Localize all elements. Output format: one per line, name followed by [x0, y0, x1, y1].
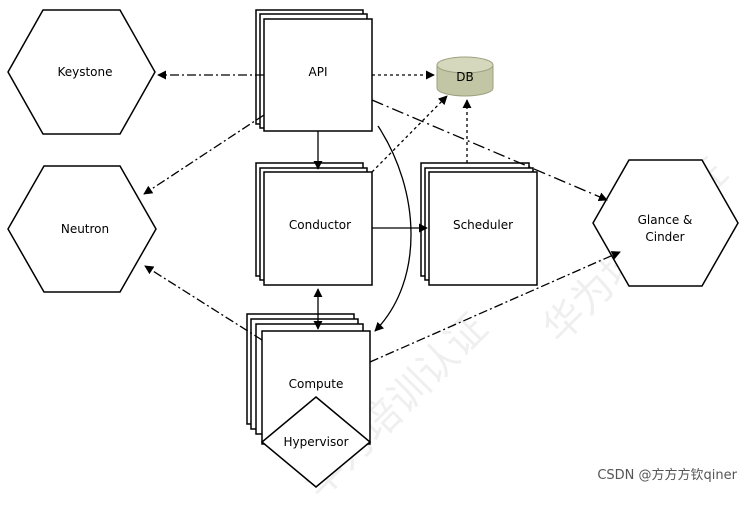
arrow-api-neutron	[143, 114, 265, 195]
conductor-label: Conductor	[289, 218, 351, 232]
glance-label-line2: Cinder	[645, 230, 684, 244]
neutron-label: Neutron	[61, 222, 109, 236]
keystone-node: Keystone	[7, 9, 156, 135]
hypervisor-label: Hypervisor	[283, 435, 348, 449]
hypervisor-node: Hypervisor	[260, 396, 372, 488]
glance-label-line1: Glance &	[638, 213, 693, 227]
credit-text: CSDN @方方方钦qiner	[597, 468, 737, 483]
arrow-api-compute	[374, 125, 412, 332]
glance-cinder-node: Glance & Cinder	[592, 159, 739, 287]
conductor-node: Conductor	[255, 162, 373, 286]
arrow-compute-glance	[369, 251, 621, 363]
keystone-label: Keystone	[57, 65, 112, 79]
api-label: API	[309, 65, 328, 79]
db-node: DB	[436, 56, 494, 97]
neutron-node: Neutron	[7, 165, 157, 293]
api-node: API	[255, 9, 373, 132]
arrow-compute-neutron	[144, 265, 263, 341]
scheduler-label: Scheduler	[453, 218, 513, 232]
compute-label: Compute	[289, 377, 344, 391]
db-label: DB	[456, 70, 473, 84]
connectors	[143, 70, 621, 363]
arrow-api-glance	[371, 99, 608, 201]
scheduler-node: Scheduler	[420, 162, 538, 286]
